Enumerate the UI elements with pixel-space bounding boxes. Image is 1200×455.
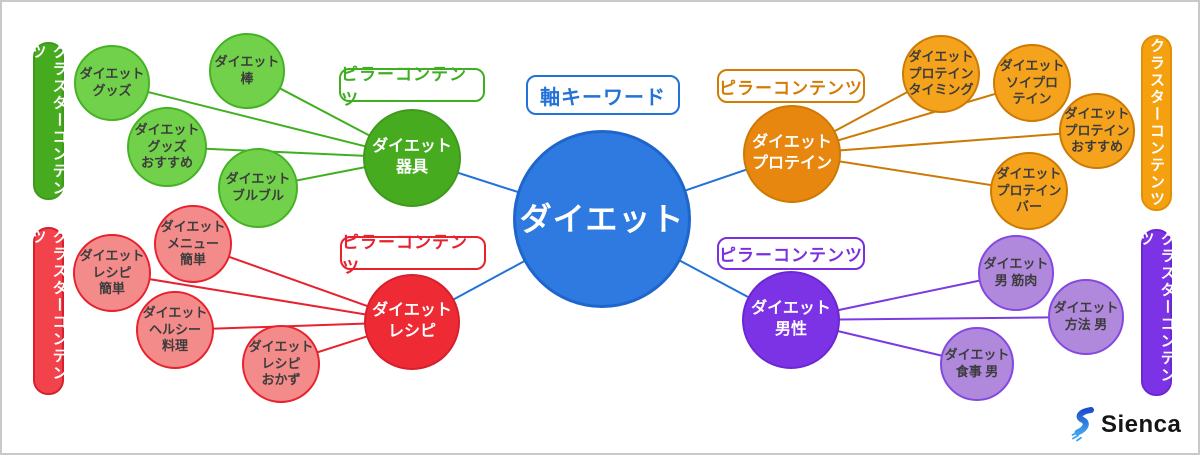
keyword-node: ダイエット 棒	[209, 33, 285, 109]
cluster-tag-equipment: クラスターコンテンツ	[30, 42, 68, 200]
cluster-tag-men: クラスターコンテンツ	[1138, 229, 1176, 396]
keyword-node: ダイエット 方法 男	[1048, 279, 1124, 355]
pillar-node-recipe: ダイエット レシピ	[364, 274, 460, 370]
keyword-node: ダイエット ヘルシー 料理	[136, 291, 214, 369]
pillar-tag-recipe: ピラーコンテンツ	[340, 233, 486, 277]
keyword-node: ダイエット グッズ おすすめ	[127, 107, 207, 187]
cluster-tag-recipe: クラスターコンテンツ	[30, 227, 68, 395]
keyword-node: ダイエット レシピ おかず	[242, 325, 320, 403]
axis-keyword-node: ダイエット	[513, 130, 691, 308]
keyword-node: ダイエット 食事 男	[940, 327, 1014, 401]
brand-name: Sienca	[1101, 411, 1182, 438]
pillar-tag-protein: ピラーコンテンツ	[717, 69, 865, 103]
keyword-node: ダイエット プロテイン おすすめ	[1059, 93, 1135, 169]
cluster-tag-protein: クラスターコンテンツ	[1141, 35, 1172, 211]
sienca-logo-icon	[1071, 407, 1094, 442]
brand-logo: Sienca	[1070, 407, 1181, 443]
keyword-node: ダイエット 男 筋肉	[978, 235, 1054, 311]
pillar-node-men: ダイエット 男性	[742, 271, 840, 369]
keyword-node: ダイエット ソイプロ テイン	[993, 44, 1071, 122]
keyword-node: ダイエット レシピ 簡単	[73, 234, 151, 312]
pillar-node-protein: ダイエット プロテイン	[743, 105, 841, 203]
keyword-node: ダイエット ブルブル	[218, 148, 298, 228]
pillar-tag-equipment: ピラーコンテンツ	[339, 65, 485, 109]
keyword-node: ダイエット メニュー 簡単	[154, 205, 232, 283]
pillar-node-equipment: ダイエット 器具	[363, 109, 461, 207]
pillar-tag-men: ピラーコンテンツ	[717, 237, 865, 270]
keyword-node: ダイエット プロテイン バー	[990, 152, 1068, 230]
keyword-node: ダイエット グッズ	[74, 45, 150, 121]
axis-keyword-tag: 軸キーワード	[526, 75, 680, 115]
keyword-node: ダイエット プロテイン タイミング	[902, 35, 980, 113]
